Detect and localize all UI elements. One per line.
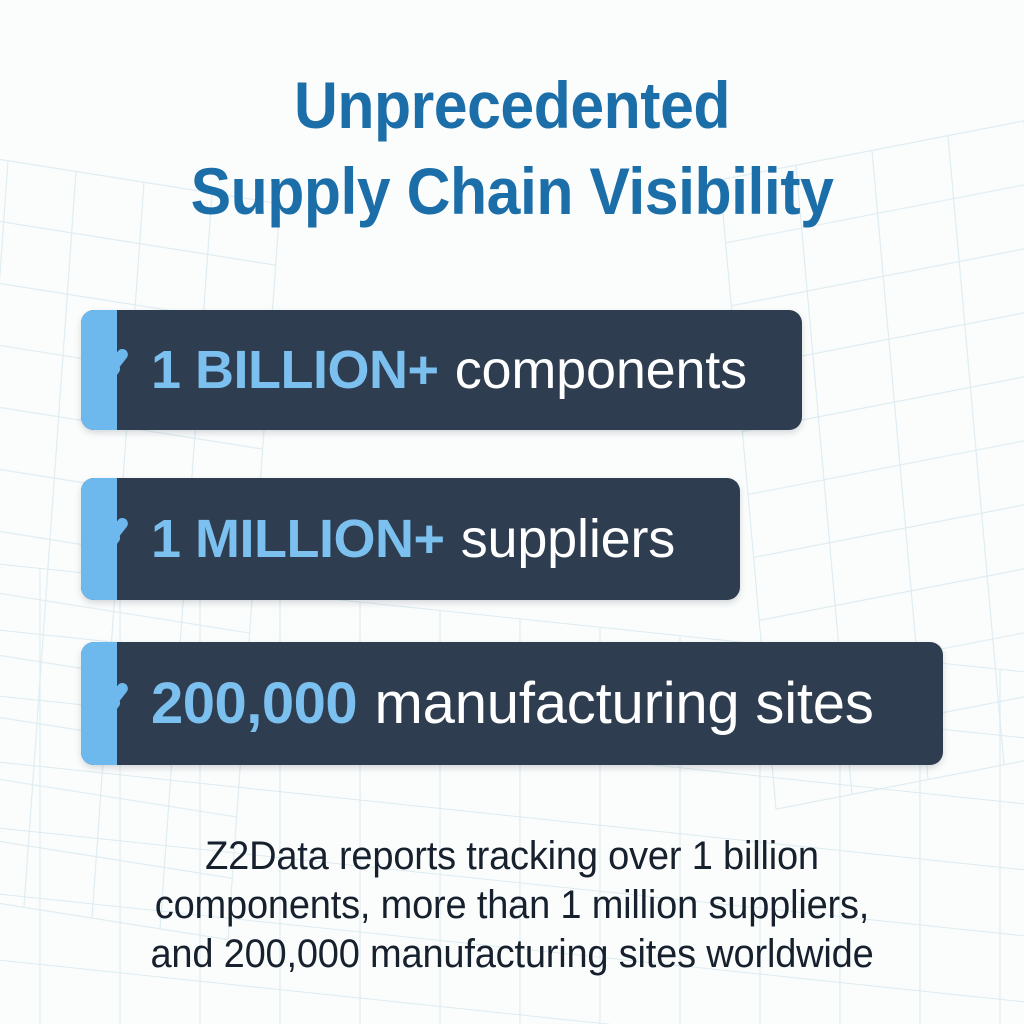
- page-title-line-1: Unprecedented: [293, 68, 731, 142]
- stat-value: 1 BILLION+: [151, 340, 439, 400]
- stat-bar-accent-strip: [81, 642, 117, 765]
- stat-label: manufacturing sites: [374, 671, 874, 736]
- stat-label: suppliers: [460, 509, 676, 569]
- caption-line-2: components, more than 1 million supplier…: [154, 883, 870, 927]
- stat-bar-accent-strip: [81, 310, 117, 430]
- stat-bar-manufacturing-sites[interactable]: 200,000 manufacturing sites: [81, 642, 943, 765]
- stat-value: 1 MILLION+: [151, 509, 445, 569]
- stat-bar-suppliers[interactable]: 1 MILLION+ suppliers: [81, 478, 740, 600]
- stat-bar-components[interactable]: 1 BILLION+ components: [81, 310, 802, 430]
- stat-label: components: [454, 340, 747, 400]
- stat-bar-text: 1 MILLION+ suppliers: [117, 478, 740, 600]
- stat-bar-text: 200,000 manufacturing sites: [117, 642, 943, 765]
- caption-line-3: and 200,000 manufacturing sites worldwid…: [150, 932, 874, 976]
- caption-line-1: Z2Data reports tracking over 1 billion: [205, 834, 819, 878]
- stat-bar-accent-strip: [81, 478, 117, 600]
- stat-bar-text: 1 BILLION+ components: [117, 310, 802, 430]
- stat-value: 200,000: [151, 671, 358, 736]
- caption: Z2Data reports tracking over 1 billion c…: [0, 832, 1024, 979]
